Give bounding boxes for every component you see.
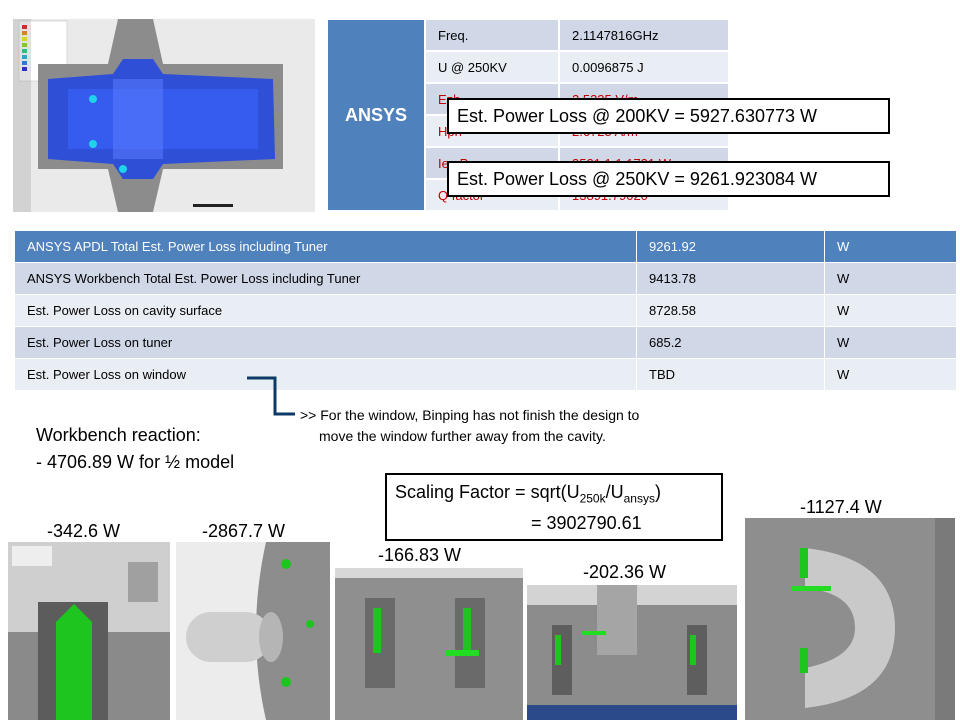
row-description: ANSYS Workbench Total Est. Power Loss in…	[15, 263, 637, 295]
param-name: U @ 250KV	[425, 51, 559, 83]
scaling-factor-box: Scaling Factor = sqrt(U250k/Uansys) = 39…	[385, 473, 723, 541]
power-loss-table: ANSYS APDL Total Est. Power Loss includi…	[15, 231, 957, 391]
reaction-label-5: -1127.4 W	[800, 497, 882, 517]
row-value: 685.2	[637, 327, 825, 359]
row-value: TBD	[637, 359, 825, 391]
port-model-image	[176, 542, 330, 720]
cavity-section-image-2	[527, 585, 737, 720]
table-row: Est. Power Loss on cavity surface 8728.5…	[15, 295, 957, 327]
row-description: Est. Power Loss on tuner	[15, 327, 637, 359]
row-description: Est. Power Loss on cavity surface	[15, 295, 637, 327]
scaling-mid: /U	[605, 482, 624, 502]
note-line2: move the window further away from the ca…	[319, 428, 606, 444]
note-line1: For the window, Binping has not finish t…	[320, 407, 640, 423]
scaling-sub1: 250k	[579, 491, 606, 506]
elbow-connector-arrow	[247, 376, 295, 416]
workbench-subtitle: - 4706.89 W for ½ model	[36, 452, 235, 472]
row-value: 9261.92	[637, 231, 825, 263]
note-arrow: >>	[300, 407, 317, 423]
row-unit: W	[825, 359, 957, 391]
row-unit: W	[825, 327, 957, 359]
reaction-label-2: -2867.7 W	[202, 521, 286, 541]
table-row: ANSYS APDL Total Est. Power Loss includi…	[15, 231, 957, 263]
scaling-prefix: Scaling Factor = sqrt(U	[395, 482, 580, 502]
scaling-sub2: ansys	[623, 491, 655, 506]
table-row: Freq. 2.1147816GHz	[425, 19, 729, 51]
row-unit: W	[825, 295, 957, 327]
window-note: >> For the window, Binping has not finis…	[300, 405, 730, 447]
param-name: Freq.	[425, 19, 559, 51]
power-loss-250kv-callout: Est. Power Loss @ 250KV = 9261.923084 W	[447, 161, 890, 197]
row-description: Est. Power Loss on window	[15, 359, 637, 391]
power-loss-200kv-callout: Est. Power Loss @ 200KV = 5927.630773 W	[447, 98, 890, 134]
table-row: ANSYS Workbench Total Est. Power Loss in…	[15, 263, 957, 295]
tuner-model-image	[8, 542, 170, 720]
ansys-row-header: ANSYS	[327, 19, 425, 211]
row-unit: W	[825, 263, 957, 295]
table-row: Est. Power Loss on tuner 685.2 W	[15, 327, 957, 359]
scaling-suffix: )	[654, 482, 661, 502]
cavity-section-image-3	[745, 518, 955, 720]
param-value: 2.1147816GHz	[559, 19, 729, 51]
reaction-label-3: -166.83 W	[378, 545, 462, 565]
workbench-title: Workbench reaction:	[36, 425, 201, 445]
reaction-label-1: -342.6 W	[47, 521, 121, 541]
table-row: U @ 250KV 0.0096875 J	[425, 51, 729, 83]
param-value: 0.0096875 J	[559, 51, 729, 83]
cavity-section-image-1	[335, 568, 523, 720]
table-row: Est. Power Loss on window TBD W	[15, 359, 957, 391]
row-value: 9413.78	[637, 263, 825, 295]
scaling-result: = 3902790.61	[531, 513, 642, 533]
row-description: ANSYS APDL Total Est. Power Loss includi…	[15, 231, 637, 263]
cavity-field-image	[13, 19, 315, 212]
row-unit: W	[825, 231, 957, 263]
row-value: 8728.58	[637, 295, 825, 327]
reaction-label-4: -202.36 W	[583, 562, 667, 582]
